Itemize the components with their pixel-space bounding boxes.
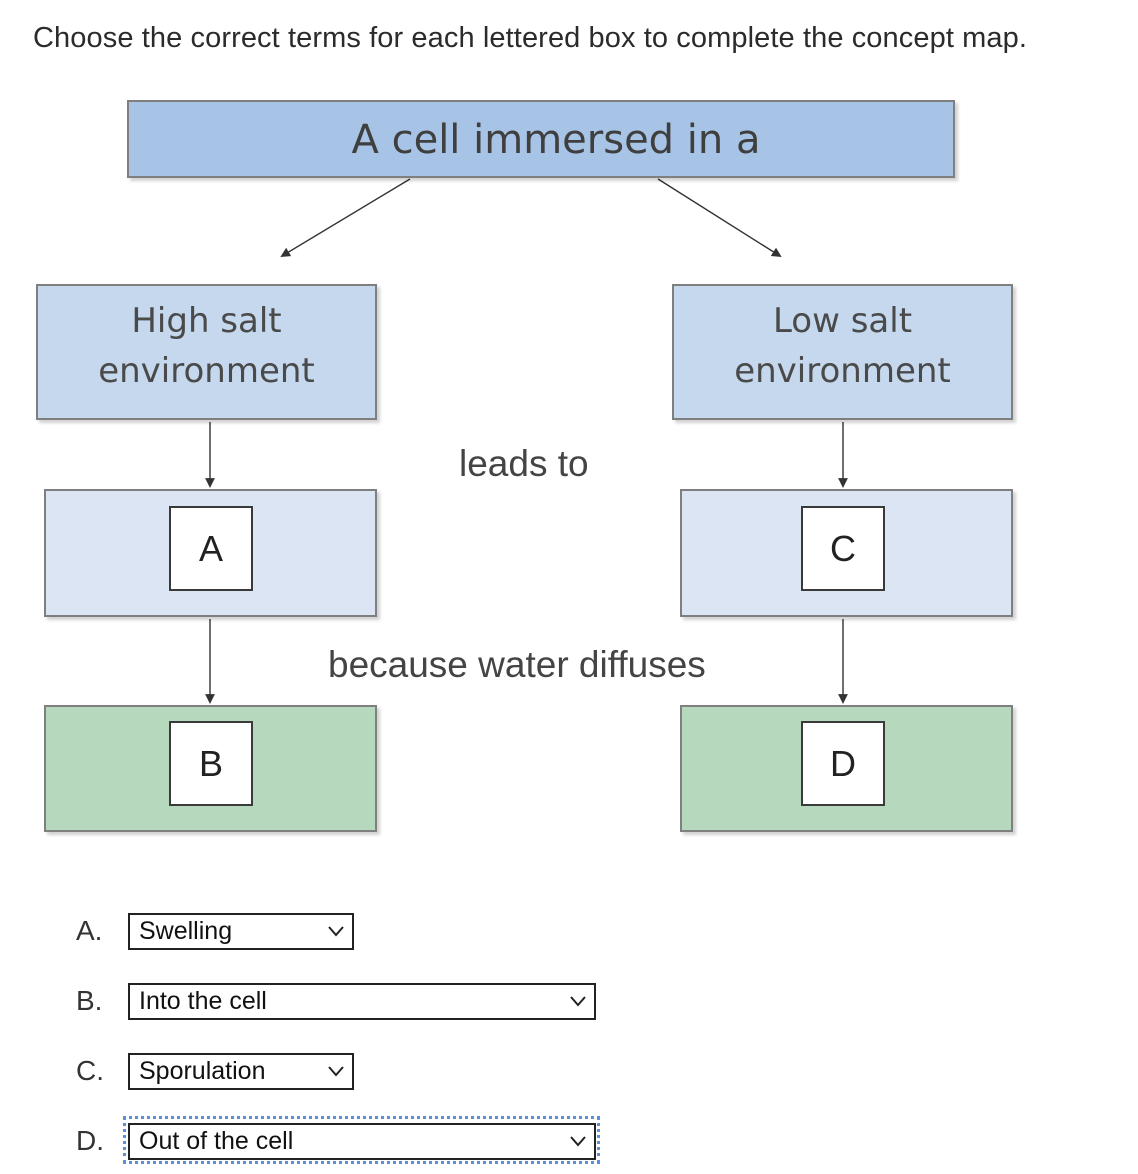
answer-d-select[interactable]: Out of the cell — [128, 1123, 596, 1160]
leads-to-label: leads to — [459, 443, 589, 484]
box-d-label: D — [801, 721, 885, 806]
high-salt-label: High salt environment — [98, 301, 315, 391]
answer-c-value: Sporulation — [139, 1057, 266, 1085]
answer-letter-c: C. — [76, 1055, 104, 1086]
answer-letter-d: D. — [76, 1125, 104, 1156]
box-c-label: C — [801, 506, 885, 591]
arrow-top-right — [657, 178, 782, 258]
box-b-label: B — [169, 721, 253, 806]
low-salt-box: Low salt environment — [672, 284, 1013, 420]
answer-b-value: Into the cell — [139, 987, 267, 1015]
because-label: because water diffuses — [328, 644, 706, 685]
box-a-label: A — [169, 506, 253, 591]
answer-c-select[interactable]: Sporulation — [128, 1053, 354, 1090]
top-concept-box: A cell immersed in a — [127, 100, 955, 178]
focus-ring — [123, 1116, 600, 1164]
answer-d-value: Out of the cell — [139, 1127, 294, 1155]
answer-letter-b: B. — [76, 985, 103, 1016]
chevron-down-icon — [570, 1136, 586, 1147]
answer-letter-a: A. — [76, 915, 103, 946]
instruction-text: Choose the correct terms for each letter… — [33, 22, 1028, 54]
low-salt-label: Low salt environment — [734, 301, 951, 391]
chevron-down-icon — [328, 1066, 344, 1077]
answer-a-value: Swelling — [139, 917, 233, 945]
top-concept-label: A cell immersed in a — [351, 117, 761, 163]
arrow-top-left — [280, 178, 411, 258]
chevron-down-icon — [570, 996, 586, 1007]
chevron-down-icon — [328, 926, 344, 937]
high-salt-box: High salt environment — [36, 284, 377, 420]
answer-a-select[interactable]: Swelling — [128, 913, 354, 950]
answer-b-select[interactable]: Into the cell — [128, 983, 596, 1020]
